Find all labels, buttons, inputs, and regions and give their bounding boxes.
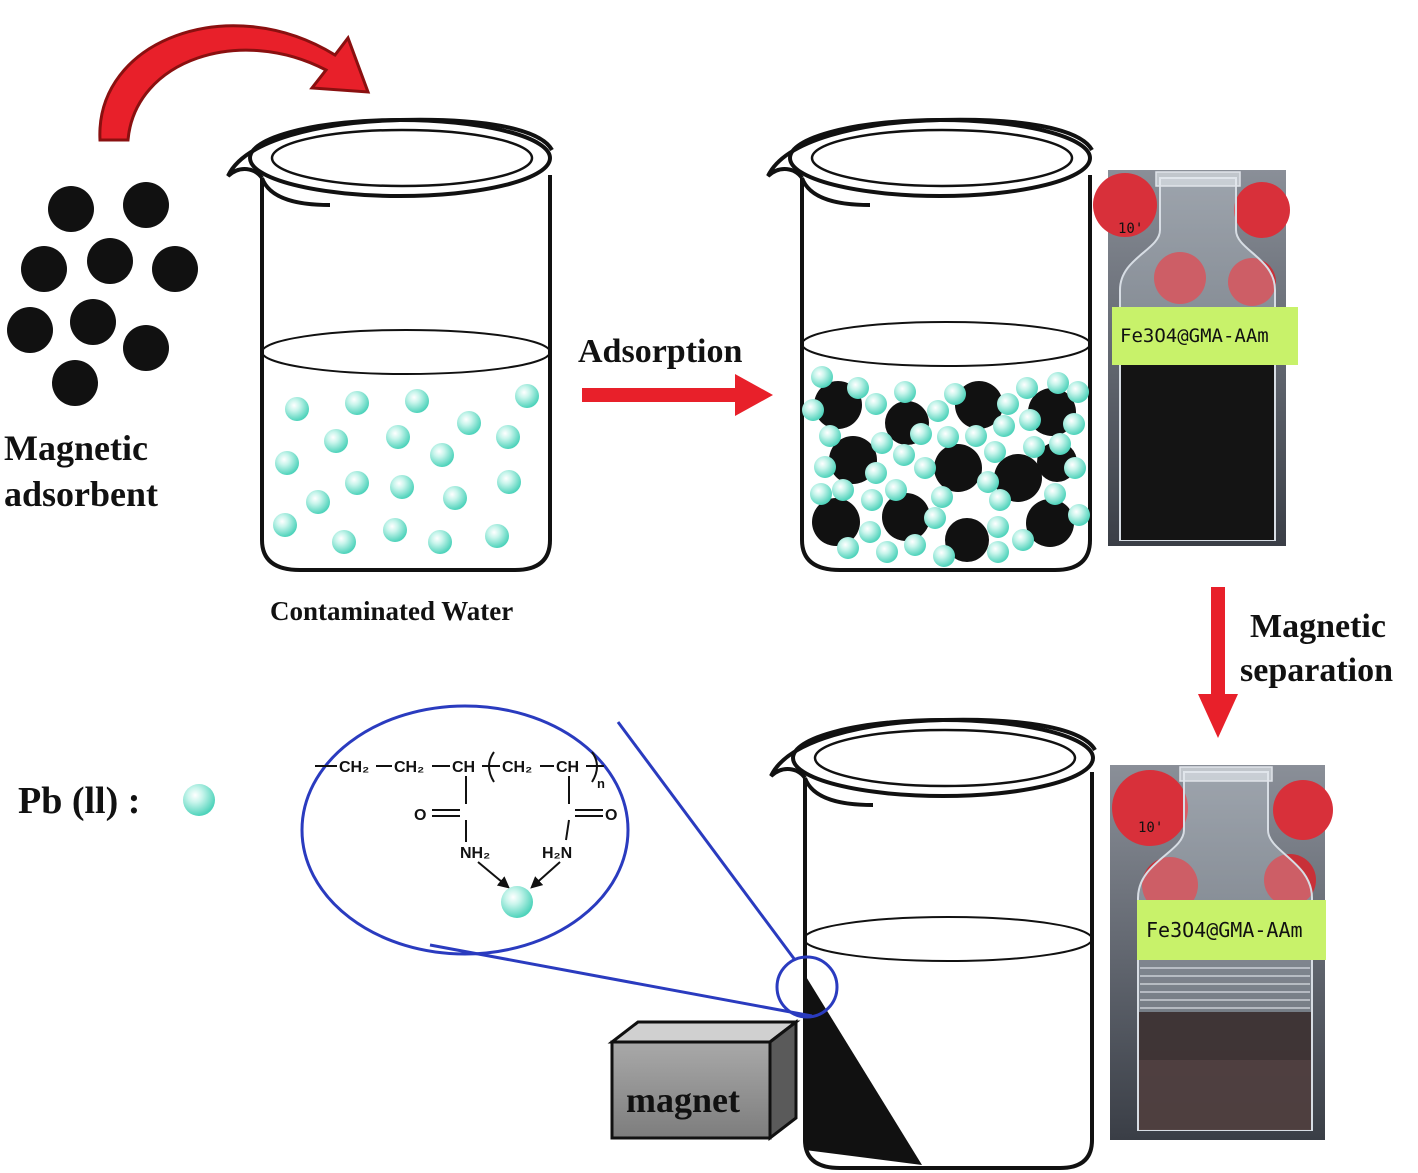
magnet-label: magnet	[626, 1080, 740, 1120]
magnet-block	[607, 1018, 801, 1142]
magnetic-separation-arrow	[1198, 587, 1238, 738]
chem-oxygen-b: O	[605, 807, 617, 824]
magnetic-adsorbent-particles	[7, 182, 198, 406]
chem-ch-b: CH	[556, 759, 579, 776]
chem-ch-a: CH	[452, 759, 475, 776]
pb-legend-label: Pb (ll) :	[18, 780, 140, 822]
cap-mark-2: 10'	[1138, 820, 1163, 836]
contaminated-water-label: Contaminated Water	[270, 596, 513, 626]
beaker-adsorption	[766, 117, 1094, 572]
magnetic-adsorbent-label-2: adsorbent	[4, 474, 158, 514]
chem-ch2-c: CH₂	[502, 759, 532, 776]
chem-ch2-b: CH₂	[394, 759, 424, 776]
zoom-callout	[300, 704, 839, 1019]
magnetic-separation-label-2: separation	[1240, 652, 1393, 689]
chem-subscript-n: n	[597, 776, 605, 791]
adsorption-label: Adsorption	[578, 333, 742, 370]
bottle-label-1: Fe3O4@GMA-AAm	[1120, 325, 1269, 347]
adsorption-arrow	[582, 374, 773, 416]
water-surface-2	[801, 321, 1091, 367]
beaker-contaminated	[226, 117, 554, 572]
water-surface-1	[261, 329, 551, 375]
chem-amine-a: NH₂	[460, 845, 490, 862]
beaker-separation	[769, 717, 1097, 1170]
magnetic-adsorbent-label-1: Magnetic	[4, 428, 148, 468]
bottle-label-2: Fe3O4@GMA-AAm	[1146, 918, 1303, 942]
bound-pb-ion	[501, 886, 533, 918]
adsorbent-with-ions	[802, 366, 1090, 567]
cap-mark-1: 10'	[1118, 221, 1143, 237]
pb-legend-ion	[183, 784, 215, 816]
photo-bottle-separated: 10' Fe3O4@GMA-AAm	[1110, 765, 1333, 1140]
photo-bottle-dispersed: 10' Fe3O4@GMA-AAm	[1093, 170, 1298, 546]
add-adsorbent-arrow	[98, 24, 371, 142]
pb-ions-beaker-1	[273, 384, 539, 554]
chem-ch2-a: CH₂	[339, 759, 369, 776]
chem-amine-b: H₂N	[542, 845, 572, 862]
polymer-structure: CH₂ CH₂ CH CH₂ CH n O O NH₂ H₂N	[315, 751, 617, 918]
collected-adsorbent-wedge	[805, 975, 922, 1165]
magnetic-separation-label-1: Magnetic	[1250, 608, 1386, 645]
chem-oxygen-a: O	[414, 807, 426, 824]
water-surface-3	[803, 916, 1093, 962]
